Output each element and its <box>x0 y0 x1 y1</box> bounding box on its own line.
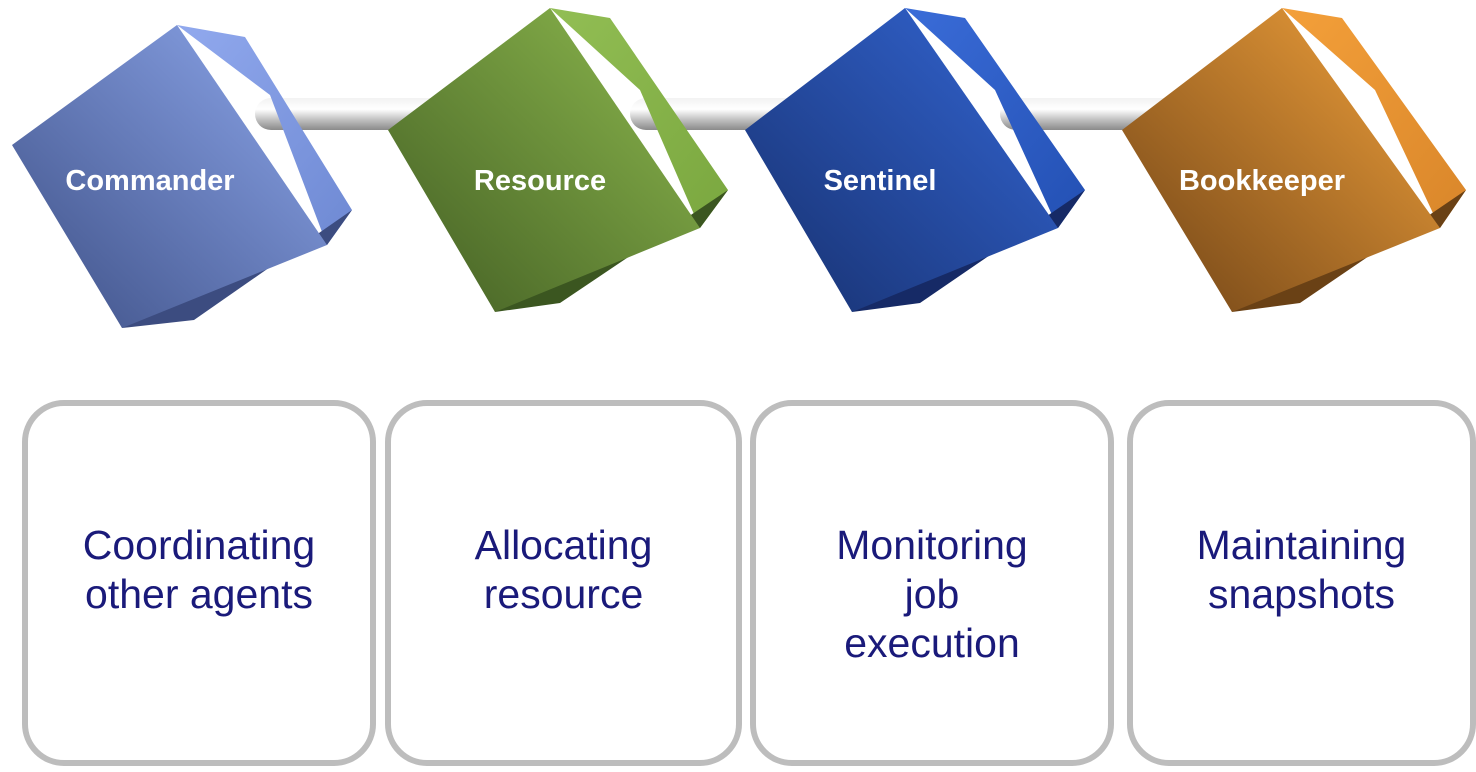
cube-resource: Resource <box>388 8 728 312</box>
cube-sentinel-side-face <box>905 8 1085 228</box>
description-commander: Coordinating other agents <box>82 522 316 618</box>
description-sentinel: Monitoring job execution <box>836 522 1028 667</box>
description-box-sentinel: Monitoring job execution <box>750 400 1114 766</box>
description-resource: Allocating resource <box>474 522 653 618</box>
cube-sentinel: Sentinel <box>745 8 1085 312</box>
description-box-resource: Allocating resource <box>385 400 742 766</box>
description-bookkeeper: Maintaining snapshots <box>1196 522 1407 618</box>
cube-commander-side-face <box>177 25 352 245</box>
cube-resource-side-face <box>550 8 728 228</box>
cube-resource-label: Resource <box>474 165 606 197</box>
description-box-bookkeeper: Maintaining snapshots <box>1127 400 1476 766</box>
cube-sentinel-front-face <box>745 8 1058 312</box>
cube-sentinel-label: Sentinel <box>824 165 937 197</box>
cube-commander-front-face <box>12 25 327 328</box>
cube-commander: Commander <box>12 25 352 328</box>
cube-bookkeeper: Bookkeeper <box>1122 8 1466 312</box>
cube-bookkeeper-front-face <box>1122 8 1440 312</box>
cube-bookkeeper-label: Bookkeeper <box>1179 165 1345 197</box>
cube-commander-label: Commander <box>65 165 234 197</box>
cube-bookkeeper-side-face <box>1282 8 1466 228</box>
description-box-commander: Coordinating other agents <box>22 400 376 766</box>
cube-resource-front-face <box>388 8 700 312</box>
